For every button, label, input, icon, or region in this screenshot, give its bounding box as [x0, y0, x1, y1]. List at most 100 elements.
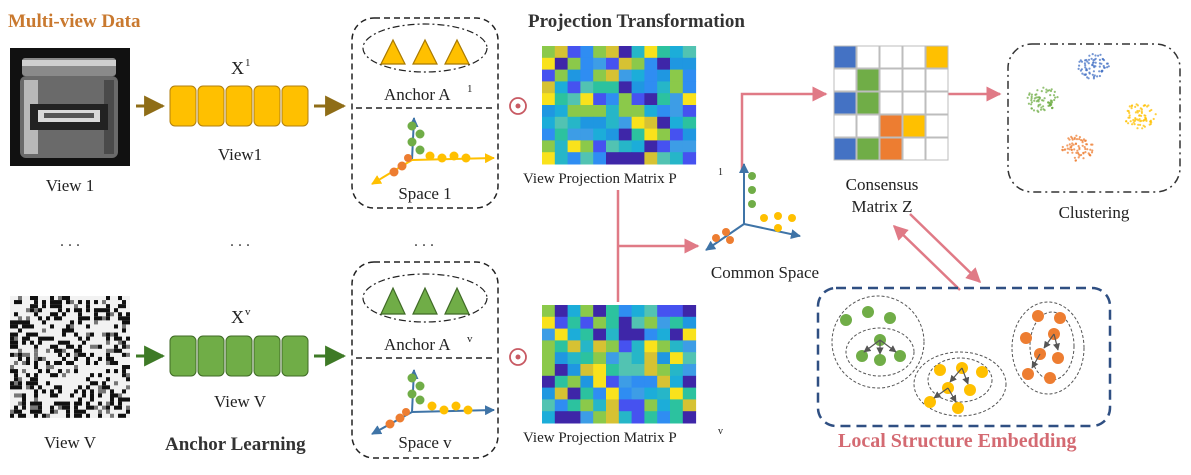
noise-pixel: [14, 344, 18, 349]
cluster-point: [1047, 101, 1050, 104]
noise-pixel: [22, 397, 26, 402]
noise-pixel: [70, 300, 74, 305]
noise-pixel: [18, 413, 22, 418]
heatmap-cell: [567, 387, 581, 400]
heatmap-cell: [580, 81, 594, 94]
noise-pixel: [38, 405, 42, 410]
noise-pixel: [34, 300, 38, 305]
cluster-point: [1136, 104, 1139, 107]
cluster-point: [1086, 60, 1089, 63]
heatmap-cell: [606, 328, 620, 341]
consensus-cell: [856, 137, 880, 161]
heatmap-cell: [682, 411, 697, 424]
noise-pixel: [82, 389, 86, 394]
heatmap-cell: [606, 387, 620, 400]
cluster-point: [1061, 145, 1064, 149]
cluster-point: [1097, 54, 1100, 57]
heatmap-cell: [631, 69, 645, 82]
noise-pixel: [50, 300, 54, 305]
xv-superscript: v: [245, 306, 251, 318]
cluster-point: [1084, 147, 1087, 151]
heatmap-cell: [631, 116, 645, 130]
cluster-point: [1089, 148, 1092, 151]
cluster-point: [1039, 103, 1042, 106]
heatmap-cell: [593, 328, 607, 341]
cluster-point: [1129, 120, 1132, 123]
cluster-point: [1078, 64, 1081, 67]
cluster-point: [1074, 142, 1078, 145]
heatmap-cell: [682, 364, 697, 377]
noise-pixel: [98, 316, 102, 321]
noise-pixel: [86, 401, 90, 406]
noise-pixel: [30, 332, 34, 337]
consensus-cell: [925, 114, 949, 138]
heatmap-cell: [554, 128, 569, 141]
noise-pixel: [66, 296, 70, 301]
cluster-point: [1036, 96, 1040, 99]
noise-pixel: [62, 312, 66, 317]
consensus-cell: [856, 114, 880, 138]
heatmap-cell: [618, 411, 633, 424]
heatmap-cell: [682, 352, 697, 365]
heatmap-cell: [682, 140, 697, 153]
noise-pixel: [86, 413, 90, 418]
heatmap-cell: [542, 305, 556, 318]
heatmap-cell: [606, 140, 620, 153]
cluster-point: [1136, 111, 1139, 114]
heatmap-cell: [670, 305, 684, 318]
noise-pixel: [34, 377, 38, 382]
noise-pixel: [46, 360, 50, 366]
noise-pixel: [50, 389, 54, 394]
noise-pixel: [18, 316, 22, 321]
noise-pixel: [26, 356, 30, 361]
noise-pixel: [58, 348, 62, 353]
cluster-point: [1100, 62, 1103, 65]
cluster-point: [1089, 154, 1092, 157]
cluster-point: [1054, 96, 1057, 99]
noise-pixel: [38, 316, 42, 321]
heatmap-cell: [644, 81, 658, 94]
heatmap-cell: [542, 81, 556, 94]
cluster-point: [1094, 54, 1097, 57]
heatmap-cell: [580, 46, 594, 59]
heatmap-cell: [606, 116, 620, 130]
heatmap-cell: [631, 140, 645, 153]
noise-pixel: [86, 332, 90, 337]
noise-pixel: [34, 401, 38, 406]
heatmap-cell: [580, 105, 594, 118]
cluster-point: [1142, 124, 1145, 127]
heatmap-cell: [606, 81, 620, 94]
noise-pixel: [102, 316, 106, 321]
cluster-point: [1082, 138, 1086, 141]
noise-pixel: [126, 365, 130, 370]
noise-pixel: [74, 356, 78, 361]
cluster-point: [1098, 74, 1101, 78]
heatmap-cell: [554, 116, 569, 130]
heatmap-cell: [657, 140, 671, 153]
heatmap-cell: [554, 46, 569, 59]
noise-pixel: [30, 340, 34, 345]
cluster-point: [1125, 120, 1128, 123]
cluster-point: [1128, 105, 1131, 108]
noise-pixel: [18, 356, 22, 361]
noise-pixel: [54, 312, 58, 317]
noise-pixel: [98, 389, 102, 394]
noise-pixel: [34, 304, 38, 309]
consensus-cell: [833, 114, 857, 138]
noise-pixel: [74, 352, 78, 357]
cluster-point: [1082, 157, 1085, 160]
noise-pixel: [10, 381, 14, 386]
noise-pixel: [58, 308, 62, 313]
noise-pixel: [118, 397, 122, 402]
consensus-cell: [833, 137, 857, 161]
noise-pixel: [18, 352, 22, 357]
heatmap-cell: [657, 69, 671, 82]
noise-pixel: [118, 316, 122, 321]
noise-pixel: [106, 304, 110, 309]
heatmap-cell: [606, 375, 620, 389]
noise-pixel: [98, 308, 102, 313]
cluster-point: [1087, 62, 1090, 65]
heatmap-cell: [580, 399, 594, 412]
heatmap-cell: [618, 387, 633, 400]
cluster-point: [1090, 57, 1093, 60]
